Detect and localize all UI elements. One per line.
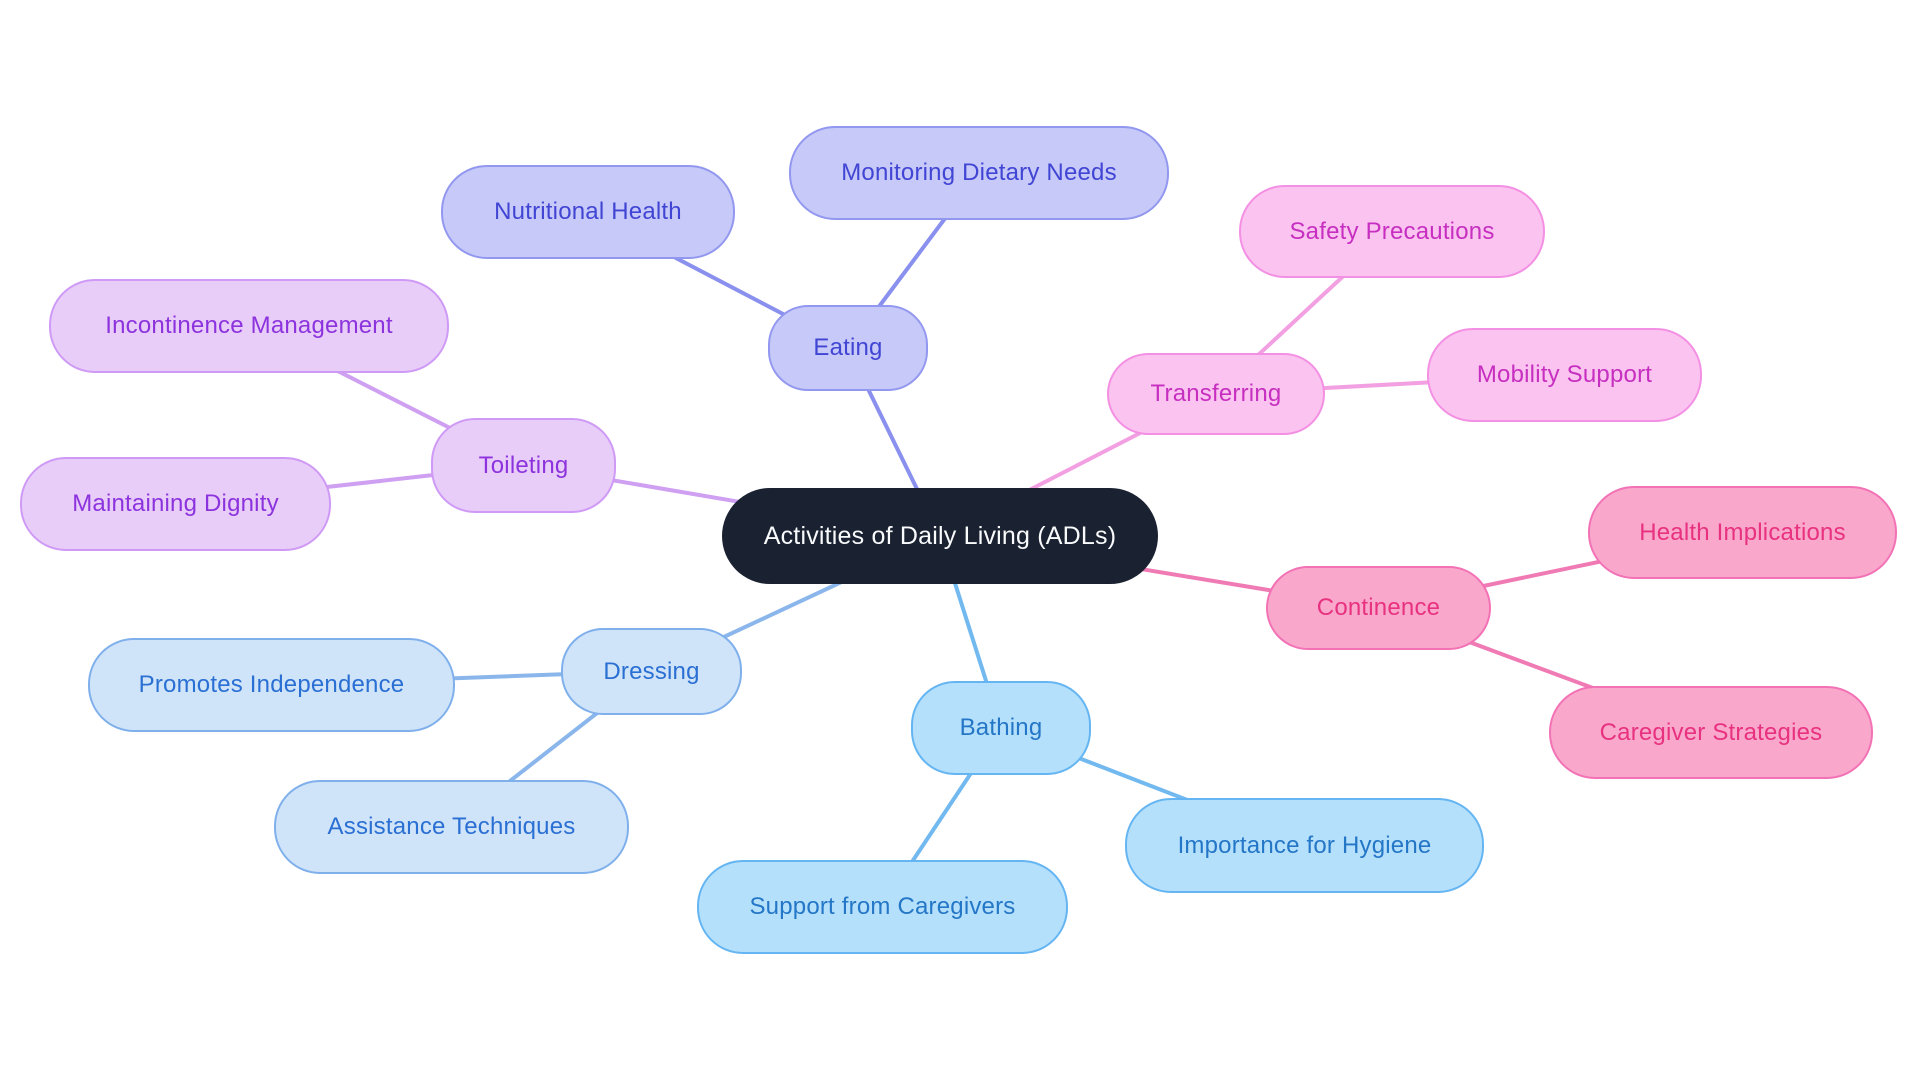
topic-node-transferring[interactable]: Transferring: [1107, 353, 1325, 435]
child-node-nutritional-health[interactable]: Nutritional Health: [441, 165, 735, 259]
child-node-importance-for-hygiene[interactable]: Importance for Hygiene: [1125, 798, 1484, 893]
child-node-safety-precautions[interactable]: Safety Precautions: [1239, 185, 1545, 278]
topic-node-bathing[interactable]: Bathing: [911, 681, 1091, 775]
child-node-health-implications[interactable]: Health Implications: [1588, 486, 1897, 579]
topic-node-eating[interactable]: Eating: [768, 305, 928, 391]
topic-node-toileting[interactable]: Toileting: [431, 418, 616, 513]
child-node-support-from-caregivers[interactable]: Support from Caregivers: [697, 860, 1068, 954]
child-node-maintaining-dignity[interactable]: Maintaining Dignity: [20, 457, 331, 551]
child-node-promotes-independence[interactable]: Promotes Independence: [88, 638, 455, 732]
central-node-adls[interactable]: Activities of Daily Living (ADLs): [722, 488, 1158, 584]
topic-node-dressing[interactable]: Dressing: [561, 628, 742, 715]
child-node-assistance-techniques[interactable]: Assistance Techniques: [274, 780, 629, 874]
child-node-caregiver-strategies[interactable]: Caregiver Strategies: [1549, 686, 1873, 779]
topic-node-continence[interactable]: Continence: [1266, 566, 1491, 650]
child-node-incontinence-management[interactable]: Incontinence Management: [49, 279, 449, 373]
child-node-mobility-support[interactable]: Mobility Support: [1427, 328, 1702, 422]
child-node-monitoring-dietary-needs[interactable]: Monitoring Dietary Needs: [789, 126, 1169, 220]
